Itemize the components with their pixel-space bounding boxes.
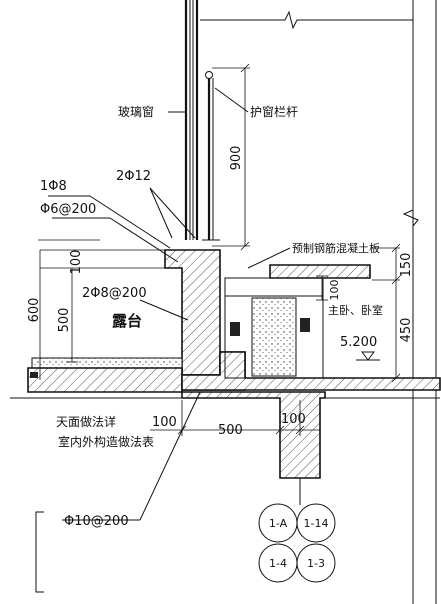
- dimension-900: 900: [212, 63, 250, 251]
- dim-100-bottom-left-label: 100: [152, 415, 177, 430]
- window-rail: [202, 71, 220, 241]
- leader-lines: [48, 87, 380, 521]
- dimension-right: 150 450: [372, 243, 414, 383]
- bedroom-label: 主卧、卧室: [328, 303, 383, 317]
- dim-500-vertical-label: 500: [57, 308, 72, 333]
- terrace-slab: [27, 357, 183, 393]
- dim-600-label: 600: [27, 298, 42, 323]
- dim-900-label: 900: [229, 146, 244, 171]
- dimension-bottom: 100 500 100: [150, 400, 320, 438]
- detail-circle-13-label: 1-3: [307, 557, 325, 570]
- dim-100-right-label: 100: [328, 280, 341, 301]
- dim-500-bottom-label: 500: [218, 423, 243, 438]
- rebar-phi10-200-label: Φ10@200: [64, 514, 129, 529]
- detail-circle-14-label: 1-4: [269, 557, 287, 570]
- window-frame: [184, 0, 199, 240]
- construction-table-label: 室内外构造做法表: [58, 434, 154, 449]
- dimension-100-right: 100: [316, 275, 341, 301]
- detail-circle-114: [296, 503, 336, 543]
- elevation-label: 5.200: [340, 335, 377, 350]
- terrace-label: 露台: [112, 312, 142, 330]
- detail-circle-114-label: 1-14: [304, 517, 329, 530]
- dimension-left: 100 600 500: [27, 239, 185, 380]
- dim-100-bottom-right-label: 100: [281, 412, 306, 427]
- dim-150-label: 150: [399, 253, 414, 278]
- detail-reference-circles: 1-A 1-14 1-4 1-3: [258, 478, 336, 583]
- rebar-2phi8-200-label: 2Φ8@200: [82, 286, 147, 301]
- precast-slab-label: 预制钢筋混凝土板: [292, 241, 380, 255]
- glass-window-label: 玻璃窗: [118, 105, 154, 119]
- rebar-1phi8-label: 1Φ8: [40, 179, 67, 194]
- dim-450-label: 450: [399, 318, 414, 343]
- window-rail-label: 护窗栏杆: [250, 104, 298, 119]
- rebar-2phi12-label: 2Φ12: [116, 169, 151, 184]
- dim-100-top-label: 100: [69, 250, 84, 275]
- detail-circle-13: [296, 543, 336, 583]
- main-slab-and-beam: [10, 351, 441, 479]
- roof-method-label: 天面做法详: [56, 414, 116, 429]
- bracket-mark: [35, 511, 44, 593]
- detail-circle-1a-label: 1-A: [269, 517, 288, 530]
- rebar-phi6-200-label: Φ6@200: [40, 202, 96, 217]
- border-lines: [200, 0, 437, 604]
- precast-slab: [224, 264, 371, 379]
